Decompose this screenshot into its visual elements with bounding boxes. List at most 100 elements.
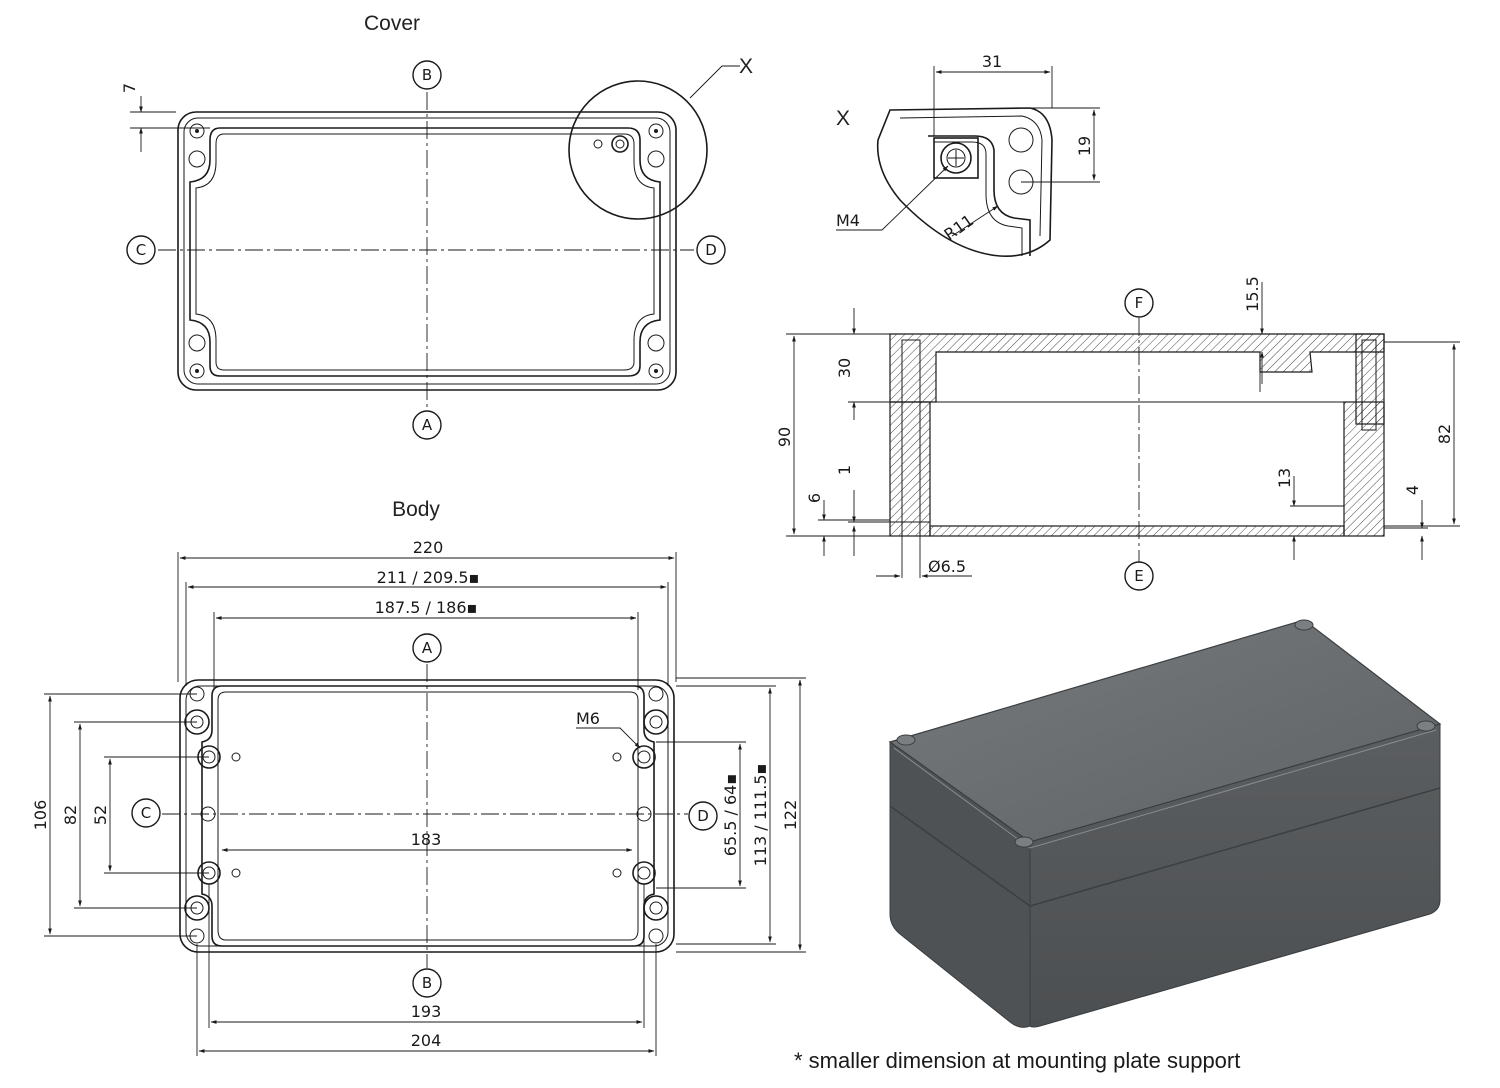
svg-text:82: 82: [1435, 424, 1454, 444]
cover-bubble-a: A: [412, 410, 442, 440]
box-front-side: [1029, 723, 1441, 1028]
section-dim-6: 6: [805, 493, 890, 556]
detail-m4-screw: [940, 142, 972, 174]
body-dim-122: 122: [676, 677, 806, 953]
svg-text:4: 4: [1403, 485, 1422, 495]
svg-text:106: 106: [31, 800, 50, 831]
body-dim-211: 211 / 209.5▪: [185, 568, 669, 686]
svg-text:204: 204: [411, 1031, 442, 1050]
section-floor: [929, 525, 1345, 537]
detail-hole-top: [1008, 127, 1034, 153]
svg-text:B: B: [422, 66, 432, 84]
body-dim-204: 204: [196, 944, 657, 1056]
svg-text:82: 82: [61, 805, 80, 825]
section-lid: [889, 333, 1385, 403]
detail-dim-31: 31: [933, 52, 1053, 136]
svg-text:30: 30: [835, 358, 854, 378]
cover-bubble-d: D: [696, 235, 726, 265]
body-dim-65: 65.5 / 64▪: [656, 741, 746, 889]
body-dim-187: 187.5 / 186▪: [213, 598, 639, 690]
body-bubble-d: D: [688, 801, 718, 831]
svg-text:122: 122: [781, 800, 800, 831]
svg-text:113 / 111.5▪: 113 / 111.5▪: [751, 764, 770, 867]
body-dim-82: 82: [61, 721, 197, 909]
section-bubble-e: E: [1124, 561, 1154, 591]
section-dim-hole: Ø6.5: [876, 536, 972, 578]
section-dim-82: 82: [1384, 341, 1460, 527]
body-dim-193: 193: [208, 884, 645, 1028]
svg-text:220: 220: [413, 538, 444, 557]
enclosure-3d-render: [888, 619, 1442, 1028]
cover-screw-holes: [188, 123, 665, 379]
svg-text:C: C: [136, 241, 146, 259]
section-left-wall: [889, 401, 931, 537]
svg-text:C: C: [141, 804, 151, 822]
svg-text:52: 52: [91, 805, 110, 825]
svg-text:1: 1: [835, 465, 854, 475]
cover-dim-7: 7: [120, 83, 210, 152]
detail-dim-m4: M4: [836, 165, 949, 231]
svg-text:211 / 209.5▪: 211 / 209.5▪: [377, 568, 480, 587]
cover-bubble-c: C: [126, 235, 156, 265]
body-dim-113: 113 / 111.5▪: [676, 685, 776, 945]
body-bubble-c: C: [131, 798, 161, 828]
cover-gasket-groove: [189, 127, 661, 377]
body-title: Body: [392, 498, 440, 521]
body-m6-screws: [197, 745, 656, 885]
detail-dim-19: 19: [1021, 107, 1100, 183]
svg-text:M4: M4: [836, 211, 860, 230]
svg-text:A: A: [422, 639, 433, 657]
svg-text:7: 7: [120, 83, 139, 93]
svg-text:D: D: [705, 241, 717, 259]
box-left-side: [889, 741, 1031, 1028]
body-dim-183: 183: [221, 830, 633, 852]
svg-text:6: 6: [805, 493, 824, 503]
section-left-bore: [901, 339, 921, 537]
section-dim-1: 1: [835, 465, 930, 556]
section-dim-15-5: 15.5: [1243, 276, 1264, 392]
box-lid-screws: [896, 619, 1436, 848]
section-right-screw: [1361, 339, 1377, 431]
svg-text:M6: M6: [576, 709, 600, 728]
body-dim-52: 52: [91, 756, 209, 874]
section-bubble-f: F: [1124, 288, 1154, 318]
svg-text:183: 183: [411, 830, 442, 849]
box-lid-seam: [889, 787, 1441, 907]
detail-x-title: X: [836, 107, 850, 130]
svg-text:A: A: [422, 416, 433, 434]
svg-text:65.5 / 64▪: 65.5 / 64▪: [721, 774, 740, 856]
body-dim-m6: M6: [576, 709, 641, 749]
detail-x-view: X 31 19 M4 R11: [836, 52, 1100, 257]
detail-x-callout: X: [739, 55, 753, 78]
svg-text:D: D: [697, 807, 709, 825]
section-view: F E 90 30 1 6: [775, 276, 1460, 591]
body-bubble-b: B: [412, 968, 442, 998]
cover-title: Cover: [364, 12, 420, 35]
svg-text:R11: R11: [941, 211, 978, 245]
svg-text:E: E: [1134, 567, 1143, 585]
body-dim-106: 106: [31, 693, 197, 937]
section-dim-30: 30: [835, 308, 890, 420]
svg-text:187.5 / 186▪: 187.5 / 186▪: [375, 598, 478, 617]
detail-x-circle: [568, 80, 708, 220]
cover-view: Cover B A C D X: [120, 12, 753, 440]
section-dim-90: 90: [775, 333, 890, 537]
svg-text:Ø6.5: Ø6.5: [928, 557, 966, 576]
detail-dim-r11: R11: [941, 205, 999, 245]
body-view: Body A B C D 220: [31, 498, 806, 1056]
svg-text:13: 13: [1275, 468, 1294, 488]
svg-text:B: B: [422, 974, 432, 992]
body-dim-220: 220: [177, 538, 677, 682]
section-right-wall: [1343, 401, 1385, 537]
svg-text:90: 90: [775, 427, 794, 447]
svg-text:31: 31: [982, 52, 1002, 71]
detail-x-leader: [689, 65, 740, 99]
section-dim-13: 13: [1275, 468, 1344, 560]
body-inner-wall: [201, 685, 655, 947]
section-dim-4: 4: [1384, 485, 1428, 560]
svg-text:19: 19: [1075, 136, 1094, 156]
svg-text:193: 193: [411, 1002, 442, 1021]
svg-text:F: F: [1135, 294, 1144, 312]
cover-bubble-b: B: [412, 60, 442, 90]
